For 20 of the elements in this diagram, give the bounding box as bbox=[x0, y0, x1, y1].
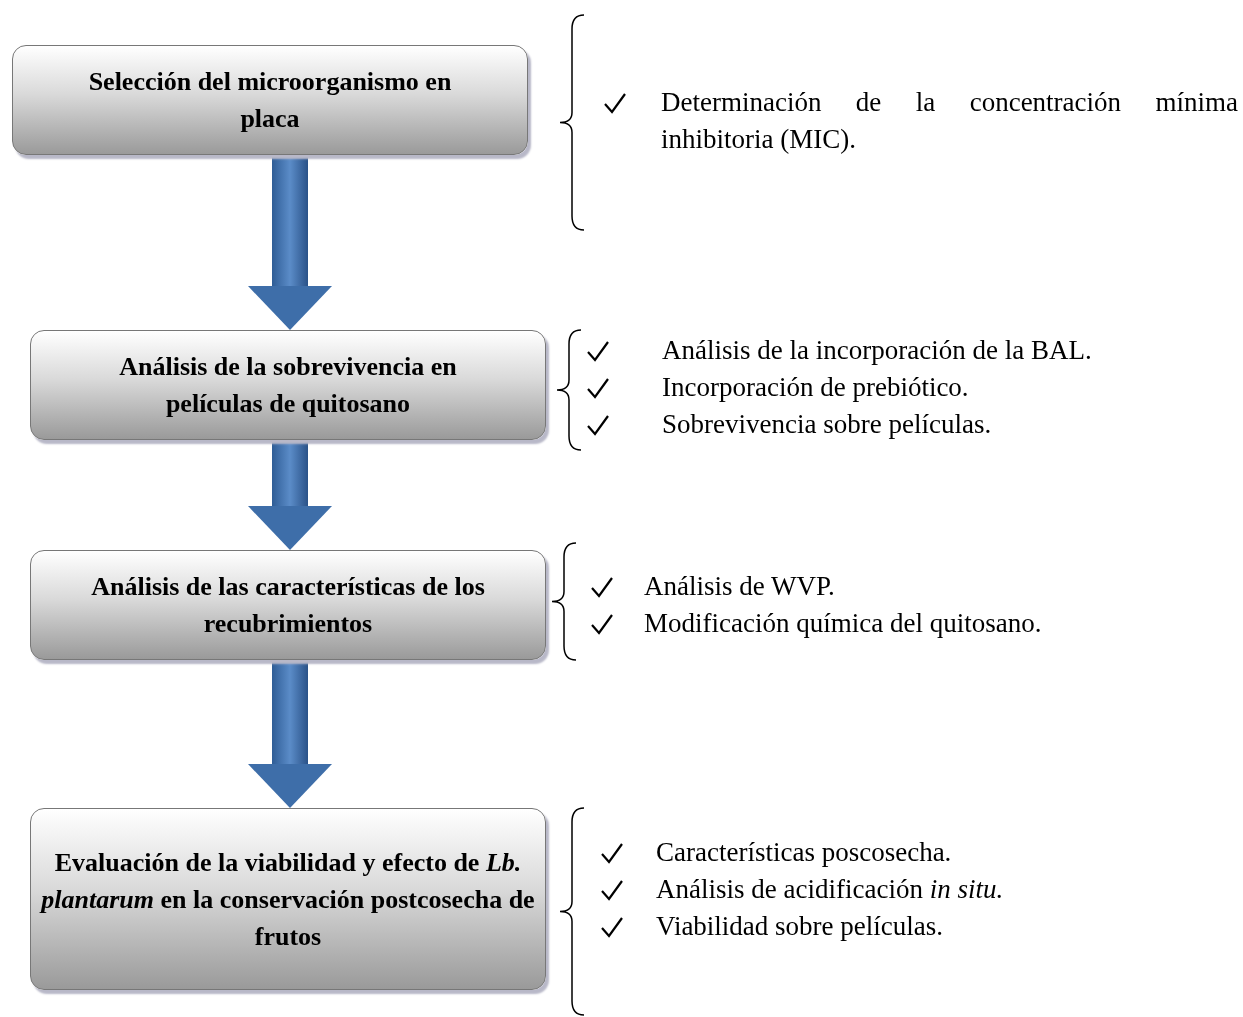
process-box bbox=[30, 330, 546, 440]
checklist-item: Análisis de acidificación in situ. bbox=[656, 873, 1004, 906]
checklist-item: Análisis de la incorporación de la BAL. bbox=[662, 334, 1092, 367]
box-title: Análisis de las características de los recubrimientos bbox=[90, 571, 486, 640]
checklist-item: Modificación química del quitosano. bbox=[644, 607, 1042, 640]
box-title: Evaluación de la viabilidad y efecto de Lb. plantarum en la conservación postcosecha de frutos bbox=[39, 846, 536, 953]
checklist-item: Características poscosecha. bbox=[656, 836, 952, 869]
down-arrow bbox=[248, 157, 332, 330]
box-title: Selección del microorganismo en placa bbox=[87, 66, 453, 135]
process-box bbox=[30, 550, 546, 660]
checklist-item: Determinación de la concentración mínima inhibitoria (MIC). bbox=[661, 86, 1238, 156]
down-arrow bbox=[248, 662, 332, 808]
checklist-item: Análisis de WVP. bbox=[644, 570, 835, 603]
checklist-item: Viabilidad sobre películas. bbox=[656, 910, 944, 943]
down-arrow bbox=[248, 442, 332, 550]
process-box bbox=[30, 808, 546, 990]
checklist-item: Incorporación de prebiótico. bbox=[662, 371, 969, 404]
checklist-item: Sobrevivencia sobre películas. bbox=[662, 408, 992, 441]
process-box bbox=[12, 45, 528, 155]
box-title: Análisis de la sobrevivencia en películas de quitosano bbox=[118, 351, 458, 420]
